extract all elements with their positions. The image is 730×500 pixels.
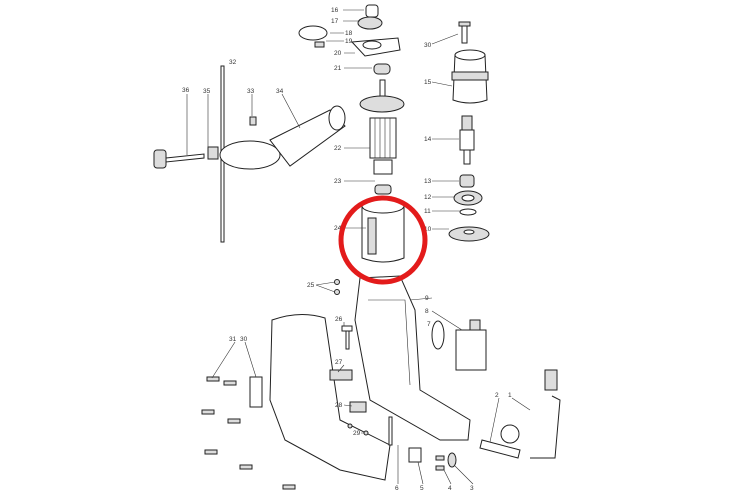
part-18-plate [298,25,328,41]
label-6: 6 [395,485,399,492]
part-33-nut [249,116,257,126]
part-10-gear [448,226,490,242]
part-6-pin [388,416,393,446]
part-24-stator [361,198,405,263]
part-14-spindle [459,115,475,165]
part-36-bolt [153,149,205,169]
label-11: 11 [424,208,431,215]
part-25-screws [334,279,340,295]
part-29-screws [347,423,369,436]
label-15: 15 [424,79,432,86]
part-34-side-handle [219,105,346,170]
part-8-switch [455,319,487,371]
label-12: 12 [424,194,432,201]
label-5: 5 [420,485,424,492]
part-20-cover-plate [350,37,401,57]
part-30b-housing-left [269,314,391,481]
part-21-bearing [373,63,391,75]
label-35: 35 [203,88,211,95]
label-4: 4 [448,485,452,492]
label-20: 20 [334,50,342,57]
part-1-power-cord [530,369,561,459]
label-23: 23 [334,178,342,185]
label-29: 29 [353,430,361,437]
label-9: 9 [425,295,429,302]
label-26: 26 [335,316,343,323]
part-31-screws [201,376,296,490]
part-5-capacitor [408,447,422,463]
label-14: 14 [424,136,432,143]
label-2: 2 [495,392,499,399]
label-25: 25 [307,282,315,289]
part-30-screw [458,21,471,44]
label-30-housing: 30 [240,336,248,343]
part-22-armature [359,79,405,175]
part-11-circlip [459,208,477,216]
label-21: 21 [334,65,342,72]
part-9-housing-right [354,275,471,441]
label-32: 32 [229,59,237,66]
part-17-bearing [357,16,383,30]
highlight-circle [338,195,428,285]
label-22: 22 [334,145,342,152]
part-7-label [431,320,445,350]
label-16: 16 [331,7,339,14]
label-33: 33 [247,88,255,95]
label-10: 10 [424,226,432,233]
part-2-cord-guard [479,424,521,459]
part-13-spring [459,174,475,188]
label-1: 1 [508,392,512,399]
part-4-screws [435,455,445,471]
part-27-switch [329,369,353,381]
label-36: 36 [182,87,190,94]
part-28-switch [349,401,367,413]
part-23-bearing [374,184,392,195]
part-19-key [314,41,325,48]
label-28: 28 [335,402,343,409]
label-19: 19 [345,38,353,45]
part-15-chuck [451,49,489,104]
part-35-washer [207,146,219,160]
label-17: 17 [331,18,339,25]
label-8: 8 [425,308,429,315]
label-30-screw: 30 [424,42,432,49]
label-31: 31 [229,336,237,343]
label-18: 18 [345,30,353,37]
part-12-bearing [453,190,483,206]
label-13: 13 [424,178,432,185]
part-16-bushing [365,4,379,18]
part-3-cord-clamp [447,452,457,468]
label-34: 34 [276,88,284,95]
label-7: 7 [427,321,431,328]
part-26-pin [341,325,353,350]
label-27: 27 [335,359,343,366]
label-3: 3 [470,485,474,492]
label-24: 24 [334,225,342,232]
